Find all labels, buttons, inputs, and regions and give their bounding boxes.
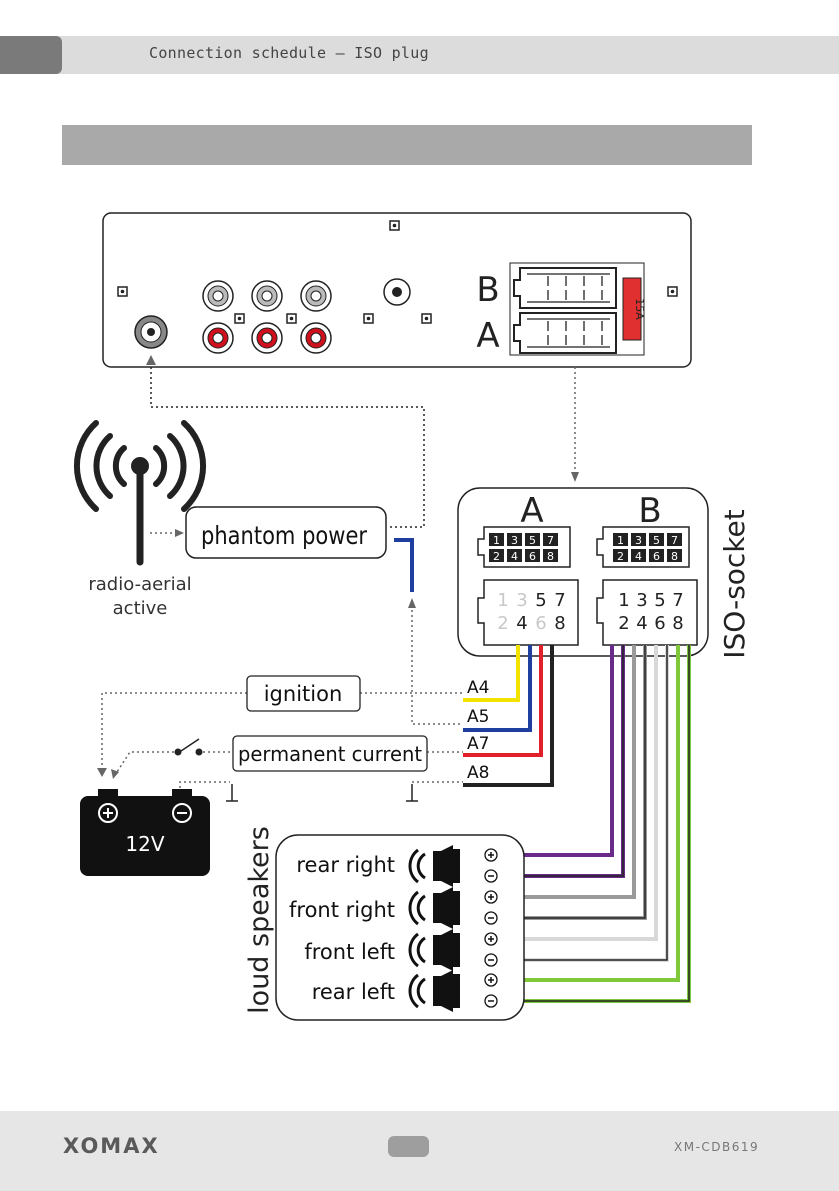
permanent-current-label: permanent current bbox=[238, 742, 422, 766]
socket-a-small-pin: 3 bbox=[511, 534, 518, 547]
socket-b-small-pin: 3 bbox=[635, 534, 642, 547]
socket-b-small-pin: 1 bbox=[617, 534, 624, 547]
socket-a-pin-1: 1 bbox=[497, 590, 508, 611]
speaker-front-right-label: front right bbox=[289, 898, 395, 922]
socket-b-pin-5: 5 bbox=[654, 590, 665, 611]
wire-label-a4: A4 bbox=[467, 678, 489, 698]
fuse-label: 15A bbox=[633, 298, 646, 320]
socket-a-small-pin: 1 bbox=[493, 534, 500, 547]
socket-b-pin-1: 1 bbox=[618, 590, 629, 611]
speaker-icon bbox=[410, 970, 460, 1012]
socket-a-pin-7: 7 bbox=[554, 590, 565, 611]
iso-socket-b-label: B bbox=[638, 491, 661, 531]
socket-a-small-pin: 6 bbox=[529, 550, 536, 563]
speaker-icon bbox=[410, 929, 460, 971]
page-number-pill bbox=[388, 1136, 429, 1157]
socket-b-small-pin: 2 bbox=[617, 550, 624, 563]
socket-a-small-pin: 8 bbox=[547, 550, 554, 563]
antenna-label-line1: radio-aerial bbox=[88, 574, 191, 595]
socket-a-pin-6: 6 bbox=[535, 613, 546, 634]
socket-b-small-pin: 5 bbox=[653, 534, 660, 547]
socket-b-pin-8: 8 bbox=[672, 613, 683, 634]
socket-a-small-pin: 7 bbox=[547, 534, 554, 547]
socket-a-pin-2: 2 bbox=[497, 613, 508, 634]
socket-a-pin-5: 5 bbox=[535, 590, 546, 611]
unit-iso-connector: 15A bbox=[510, 263, 646, 355]
speaker-icon bbox=[410, 887, 460, 929]
antenna-socket bbox=[135, 316, 167, 348]
socket-b-small-pin: 7 bbox=[671, 534, 678, 547]
speakers-title: loud speakers bbox=[244, 826, 275, 1014]
phantom-power-label: phantom power bbox=[201, 521, 368, 550]
socket-b-small-pin: 4 bbox=[635, 550, 642, 563]
iso-socket-a-label: A bbox=[520, 491, 543, 531]
wire-label-a8: A8 bbox=[467, 763, 489, 783]
socket-a-small-pin: 2 bbox=[493, 550, 500, 563]
brand-logo: XOMAX bbox=[63, 1134, 160, 1158]
ground-icon bbox=[406, 784, 418, 801]
socket-b-small-pin: 8 bbox=[671, 550, 678, 563]
aux-jack bbox=[384, 279, 410, 305]
socket-b-pin-2: 2 bbox=[618, 613, 629, 634]
unit-connector-a-label: A bbox=[476, 316, 499, 356]
speaker-rear-left-label: rear left bbox=[312, 980, 395, 1004]
speaker-icon bbox=[410, 845, 460, 887]
socket-a-small-pin: 4 bbox=[511, 550, 518, 563]
wire-label-a5: A5 bbox=[467, 707, 489, 727]
unit-connector-b-label: B bbox=[476, 270, 499, 310]
rca-red-row bbox=[203, 323, 331, 353]
speaker-front-left-label: front left bbox=[304, 940, 395, 964]
socket-a-pin-4: 4 bbox=[516, 613, 527, 634]
socket-b-small-pin: 6 bbox=[653, 550, 660, 563]
model-number: XM-CDB619 bbox=[674, 1140, 759, 1154]
radio-aerial-icon bbox=[77, 423, 203, 562]
iso-socket: A B 1 3 5 7 2 4 6 8 1 3 5 7 2 4 6 8 bbox=[458, 488, 708, 656]
socket-b-pin-6: 6 bbox=[654, 613, 665, 634]
antenna-label-line2: active bbox=[113, 598, 168, 619]
head-unit-panel: 15A B A bbox=[103, 213, 691, 367]
socket-a-pin-8: 8 bbox=[554, 613, 565, 634]
battery-voltage: 12V bbox=[125, 832, 164, 856]
socket-b-pin-4: 4 bbox=[636, 613, 647, 634]
ignition-label: ignition bbox=[264, 682, 343, 706]
socket-b-pin-3: 3 bbox=[636, 590, 647, 611]
speaker-rear-right-label: rear right bbox=[296, 853, 395, 877]
socket-b-pin-7: 7 bbox=[672, 590, 683, 611]
ground-icon bbox=[226, 784, 238, 801]
socket-a-small-pin: 5 bbox=[529, 534, 536, 547]
rca-white-row bbox=[203, 281, 331, 311]
switch-icon bbox=[175, 739, 203, 756]
socket-a-pin-3: 3 bbox=[516, 590, 527, 611]
iso-socket-title: ISO-socket bbox=[718, 509, 751, 659]
wire-label-a7: A7 bbox=[467, 734, 489, 754]
